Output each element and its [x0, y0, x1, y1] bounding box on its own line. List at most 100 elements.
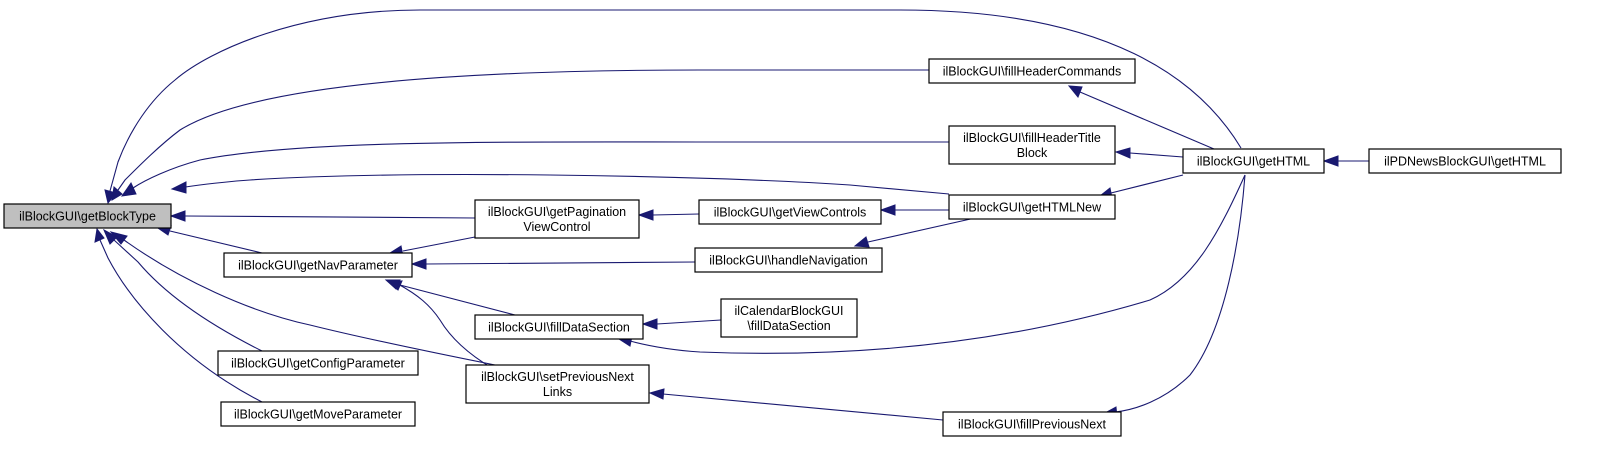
arrowhead-icon	[853, 236, 870, 248]
edge-getNavParameter-to-getBlockType	[156, 225, 263, 254]
arrowhead-icon	[1067, 85, 1083, 98]
edge-line	[1129, 152, 1184, 158]
edge-handleNavigation-to-getNavParameter	[410, 258, 696, 270]
node-label: ilBlockGUI\fillHeaderCommands	[943, 65, 1122, 79]
node-box	[220, 401, 416, 427]
node-label: ilBlockGUI\getMoveParameter	[234, 408, 402, 422]
arrowhead-icon	[641, 318, 658, 330]
edge-getConfigParameter-to-getBlockType	[102, 228, 263, 352]
node-label: ilBlockGUI\getConfigParameter	[231, 357, 405, 371]
node-label: ilBlockGUI\getPagination	[488, 205, 626, 219]
node-box	[217, 350, 419, 376]
arrowhead-icon	[102, 228, 118, 245]
edge-fillHeaderCommands-to-getBlockType	[111, 69, 929, 201]
edge-line	[184, 215, 476, 219]
node-getNavParameter[interactable]: ilBlockGUI\getNavParameter	[223, 252, 413, 278]
edge-getHTML-to-fillHeaderTitleBlock	[1114, 147, 1184, 159]
edge-fillHeaderTitleBlock-to-getBlockType	[120, 141, 949, 197]
edge-getMoveParameter-to-getBlockType	[94, 227, 263, 403]
edge-line	[656, 319, 722, 325]
edge-line	[652, 213, 700, 216]
edge-line	[867, 217, 976, 243]
edge-calFillDataSection-to-fillDataSection	[641, 318, 722, 330]
node-fillHeaderCommands[interactable]: ilBlockGUI\fillHeaderCommands	[928, 58, 1136, 84]
node-calFillDataSection[interactable]: ilCalendarBlockGUI\fillDataSection	[720, 298, 858, 338]
node-getMoveParameter[interactable]: ilBlockGUI\getMoveParameter	[220, 401, 416, 427]
node-label: ilBlockGUI\fillDataSection	[488, 321, 630, 335]
edge-line	[1079, 91, 1215, 150]
arrowhead-icon	[384, 279, 401, 290]
edge-line	[402, 236, 476, 252]
node-box	[3, 203, 172, 229]
node-layer: ilBlockGUI\getBlockType ilBlockGUI\fillHe…	[3, 58, 1562, 437]
node-box	[948, 194, 1116, 220]
node-label: ilBlockGUI\getBlockType	[19, 210, 156, 224]
node-label: ilBlockGUI\getNavParameter	[238, 259, 398, 273]
arrowhead-icon	[94, 227, 105, 243]
node-label: Links	[543, 385, 572, 399]
node-box	[1368, 148, 1562, 174]
node-label: ViewControl	[523, 220, 590, 234]
node-getHTMLNew[interactable]: ilBlockGUI\getHTMLNew	[948, 194, 1116, 220]
arrowhead-icon	[111, 186, 123, 201]
arrowhead-icon	[169, 210, 186, 222]
node-label: \fillDataSection	[747, 319, 830, 333]
edge-line	[399, 284, 516, 316]
arrowhead-icon	[170, 181, 187, 194]
node-label: ilBlockGUI\getViewControls	[714, 206, 867, 220]
edge-line	[425, 261, 696, 265]
arrowhead-icon	[1322, 155, 1339, 167]
edge-line	[123, 239, 496, 366]
edge-line	[117, 69, 929, 191]
edge-setPreviousNextLinks-to-getBlockType	[109, 231, 496, 366]
edge-fillPreviousNext-to-setPreviousNextLinks	[648, 388, 944, 421]
node-fillPreviousNext[interactable]: ilBlockGUI\fillPreviousNext	[942, 411, 1122, 437]
node-box	[1182, 148, 1325, 174]
node-box	[698, 199, 882, 225]
edge-getHTMLNew-to-getViewControls	[879, 204, 949, 216]
node-getViewControls[interactable]: ilBlockGUI\getViewControls	[698, 199, 882, 225]
edge-line	[169, 230, 263, 254]
node-label: ilBlockGUI\handleNavigation	[709, 254, 867, 268]
edge-line	[1114, 174, 1246, 413]
node-fillDataSection[interactable]: ilBlockGUI\fillDataSection	[474, 314, 644, 340]
edge-line	[99, 239, 263, 403]
node-label: Block	[1017, 146, 1048, 160]
node-box	[928, 58, 1136, 84]
node-box	[465, 364, 650, 404]
edge-getPaginationViewControl-to-getBlockType	[169, 210, 476, 222]
node-box	[694, 247, 883, 273]
arrowhead-icon	[637, 209, 654, 221]
edge-getHTMLNew-to-getBlockType	[170, 174, 950, 195]
node-label: ilBlockGUI\setPreviousNext	[481, 370, 634, 384]
node-box	[474, 314, 644, 340]
node-label: ilBlockGUI\getHTML	[1197, 155, 1310, 169]
edge-getHTML-to-getBlockType	[104, 9, 1242, 205]
edge-line	[662, 393, 944, 421]
node-label: ilBlockGUI\fillHeaderTitle	[963, 131, 1101, 145]
edge-line	[629, 174, 1246, 354]
edge-line	[109, 9, 1242, 192]
node-box	[474, 199, 640, 239]
node-pdnewsGetHTML[interactable]: ilPDNewsBlockGUI\getHTML	[1368, 148, 1562, 174]
edge-setPreviousNextLinks-to-getNavParameter	[384, 279, 493, 369]
node-label: ilPDNewsBlockGUI\getHTML	[1384, 155, 1546, 169]
edge-getViewControls-to-getPaginationViewControl	[637, 209, 700, 221]
node-box	[948, 125, 1116, 165]
node-box	[720, 298, 858, 338]
edge-pdnewsGetHTML-to-getHTML	[1322, 155, 1369, 167]
edge-getHTML-to-fillPreviousNext	[1103, 174, 1246, 418]
edge-getHTMLNew-to-handleNavigation	[853, 217, 976, 248]
arrowhead-icon	[410, 258, 427, 270]
node-handleNavigation[interactable]: ilBlockGUI\handleNavigation	[694, 247, 883, 273]
node-label: ilBlockGUI\fillPreviousNext	[958, 418, 1106, 432]
node-label: ilBlockGUI\getHTMLNew	[963, 201, 1102, 215]
node-getHTML[interactable]: ilBlockGUI\getHTML	[1182, 148, 1325, 174]
node-getBlockType[interactable]: ilBlockGUI\getBlockType	[3, 203, 172, 229]
edge-fillDataSection-to-getNavParameter	[387, 280, 516, 316]
node-getConfigParameter[interactable]: ilBlockGUI\getConfigParameter	[217, 350, 419, 376]
